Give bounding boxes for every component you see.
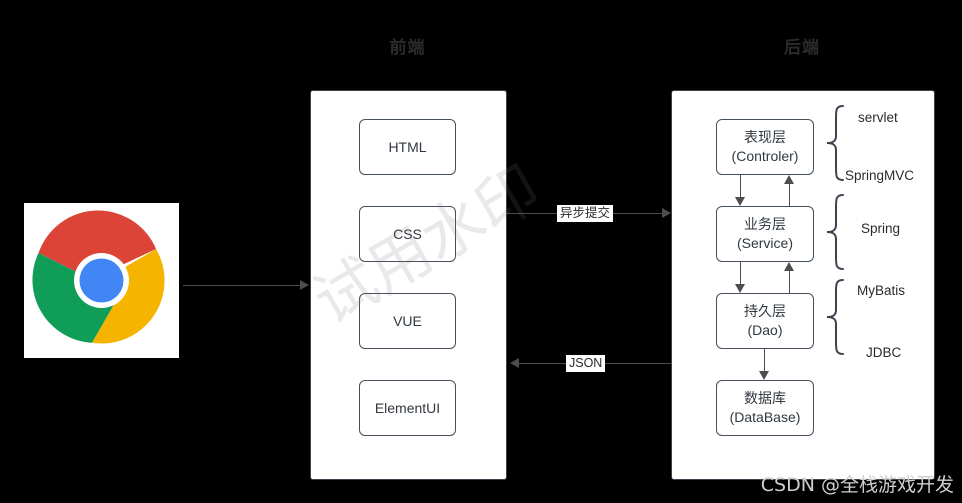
backend-node-controller[interactable]: 表现层 (Controler) xyxy=(716,119,814,175)
dao-to-service-arrowhead xyxy=(784,262,794,271)
brace-group-2-top-label: Spring xyxy=(861,221,901,236)
frontend-node-html-label: HTML xyxy=(388,138,427,155)
backend-node-database-line1: 数据库 xyxy=(744,390,786,407)
brace-group-3 xyxy=(824,278,846,356)
dao-to-database-line xyxy=(764,349,765,372)
backend-node-dao[interactable]: 持久层 (Dao) xyxy=(716,293,814,349)
curly-brace-icon xyxy=(826,279,844,355)
backend-node-controller-line1: 表现层 xyxy=(744,129,786,146)
browser-logo-tile xyxy=(24,203,179,358)
response-edge-arrowhead xyxy=(510,358,519,368)
csdn-watermark: CSDN @全栈游戏开发 xyxy=(760,474,954,496)
backend-node-database-line2: (DataBase) xyxy=(729,409,801,425)
chrome-logo-icon xyxy=(24,203,179,358)
backend-node-service-line1: 业务层 xyxy=(744,216,786,233)
frontend-node-vue-label: VUE xyxy=(393,312,422,329)
service-to-controller-arrowhead xyxy=(784,175,794,184)
backend-node-database[interactable]: 数据库 (DataBase) xyxy=(716,380,814,436)
brace-group-3-bottom-label: JDBC xyxy=(866,345,902,360)
dao-to-service-line xyxy=(789,270,790,293)
backend-node-controller-line2: (Controler) xyxy=(731,148,799,164)
controller-to-service-line xyxy=(740,175,741,198)
brace-group-2 xyxy=(824,193,846,271)
curly-brace-icon xyxy=(826,194,844,270)
response-edge-label: JSON xyxy=(566,355,606,372)
browser-to-frontend-line xyxy=(183,285,301,286)
backend-section-title: 后端 xyxy=(784,38,820,57)
request-edge-arrowhead xyxy=(662,208,671,218)
frontend-node-elementui-label: ElementUI xyxy=(374,399,441,416)
curly-brace-icon xyxy=(826,105,844,181)
frontend-node-html[interactable]: HTML xyxy=(359,119,456,175)
request-edge-label: 异步提交 xyxy=(557,205,614,222)
frontend-node-elementui[interactable]: ElementUI xyxy=(359,380,456,436)
brace-group-1 xyxy=(824,104,846,182)
brace-group-1-bottom-label: SpringMVC xyxy=(845,168,915,183)
service-to-dao-line xyxy=(740,262,741,285)
frontend-section-title: 前端 xyxy=(389,38,426,57)
backend-node-service[interactable]: 业务层 (Service) xyxy=(716,206,814,262)
brace-group-3-top-label: MyBatis xyxy=(857,283,906,298)
service-to-controller-line xyxy=(789,183,790,206)
browser-to-frontend-arrowhead xyxy=(300,280,309,290)
frontend-node-vue[interactable]: VUE xyxy=(359,293,456,349)
backend-node-service-line2: (Service) xyxy=(736,235,793,251)
frontend-node-css-label: CSS xyxy=(393,225,422,242)
brace-group-1-top-label: servlet xyxy=(858,110,898,125)
dao-to-database-arrowhead xyxy=(759,371,769,380)
frontend-node-css[interactable]: CSS xyxy=(359,206,456,262)
backend-node-dao-line2: (Dao) xyxy=(747,322,783,338)
backend-node-dao-line1: 持久层 xyxy=(744,303,786,320)
service-to-dao-arrowhead xyxy=(735,284,745,293)
controller-to-service-arrowhead xyxy=(735,197,745,206)
